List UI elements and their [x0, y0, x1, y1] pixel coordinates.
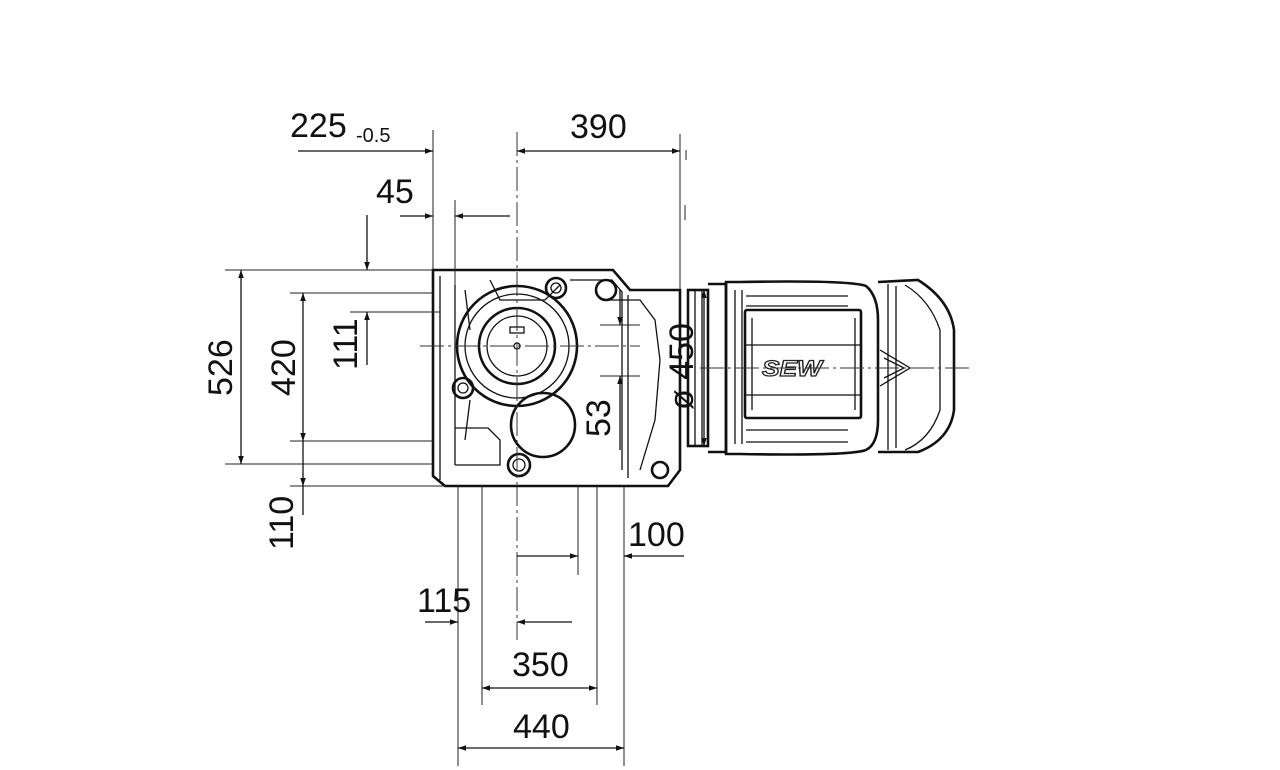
- motor-fan-cover: [877, 278, 956, 454]
- dim-450-diameter: ø 450: [663, 323, 701, 410]
- dim-420: 420: [265, 339, 303, 396]
- dim-45: 45: [376, 173, 414, 211]
- dim-115: 115: [417, 582, 471, 620]
- center-lines: [420, 132, 970, 640]
- extension-lines: [225, 130, 687, 766]
- dim-100: 100: [628, 516, 685, 554]
- dim-53: 53: [580, 399, 618, 437]
- bolt-holes: [451, 276, 670, 480]
- gear-housing: [431, 268, 682, 488]
- dim-225-tolerance: -0.5: [356, 125, 390, 147]
- dim-110: 110: [263, 496, 301, 550]
- dim-440: 440: [513, 708, 570, 746]
- dim-350: 350: [512, 646, 569, 684]
- motor-body: [724, 280, 880, 456]
- intermediate-gear-cover: [509, 391, 577, 459]
- dim-390: 390: [570, 108, 627, 146]
- dim-111: 111: [327, 318, 365, 370]
- dim-526: 526: [202, 339, 240, 396]
- dim-225: 225: [290, 107, 347, 145]
- dimension-lines: [238, 148, 707, 751]
